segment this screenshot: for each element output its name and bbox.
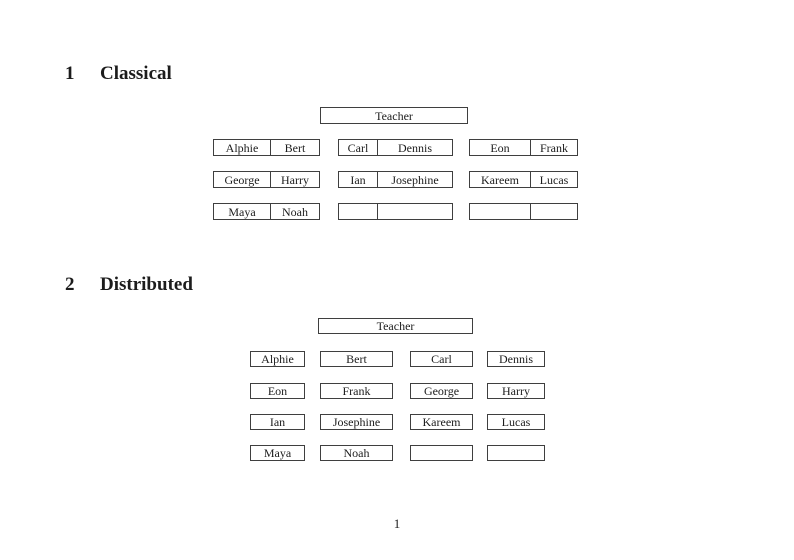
teacher-desk: Teacher — [318, 318, 473, 334]
seat-label: Maya — [263, 446, 292, 460]
desk: Maya — [250, 445, 305, 461]
seat-label: Alphie — [261, 352, 294, 366]
desk: Alphie Bert — [213, 139, 320, 156]
seat-label: Josephine — [332, 415, 381, 429]
desk — [469, 203, 578, 220]
desk: George — [410, 383, 473, 399]
seat-label: Ian — [350, 172, 366, 187]
seat-label: Eon — [267, 384, 288, 398]
section-number: 1 — [65, 63, 75, 84]
seat-label: Josephine — [377, 172, 452, 187]
desk: Harry — [487, 383, 545, 399]
seat-label: Lucas — [501, 415, 531, 429]
seat-label: Alphie — [225, 140, 259, 155]
teacher-label: Teacher — [375, 108, 413, 123]
seat-label: Kareem — [481, 172, 519, 187]
seat-label: Dennis — [499, 352, 533, 366]
desk: Eon Frank — [469, 139, 578, 156]
seat-label: Harry — [270, 172, 319, 187]
desk — [338, 203, 453, 220]
section-title: Classical — [100, 63, 172, 84]
teacher-desk: Teacher — [320, 107, 468, 124]
desk: Ian — [250, 414, 305, 430]
desk: Maya Noah — [213, 203, 320, 220]
seat-label: Bert — [346, 352, 367, 366]
seat-label: Ian — [269, 415, 286, 429]
seat-label: Noah — [343, 446, 370, 460]
desk: George Harry — [213, 171, 320, 188]
desk: Josephine — [320, 414, 393, 430]
seat-label — [339, 204, 377, 219]
teacher-label: Teacher — [376, 319, 415, 333]
desk: Alphie — [250, 351, 305, 367]
seat-label — [377, 204, 452, 219]
seat-label — [530, 204, 577, 219]
section-number: 2 — [65, 274, 75, 295]
seat-label: Dennis — [377, 140, 452, 155]
desk: Frank — [320, 383, 393, 399]
desk: Lucas — [487, 414, 545, 430]
section-heading-classical: 1 Classical — [65, 63, 172, 85]
desk: Eon — [250, 383, 305, 399]
section-title: Distributed — [100, 274, 193, 295]
desk: Noah — [320, 445, 393, 461]
desk — [487, 445, 545, 461]
seat-label: Bert — [270, 140, 319, 155]
seat-label: Eon — [490, 140, 510, 155]
page-number: 1 — [393, 516, 401, 531]
desk: Kareem — [410, 414, 473, 430]
desk — [410, 445, 473, 461]
seat-label: Carl — [431, 352, 452, 366]
desk: Kareem Lucas — [469, 171, 578, 188]
seat-label: Noah — [270, 204, 319, 219]
seat-label: George — [423, 384, 460, 398]
seat-label: Lucas — [530, 172, 577, 187]
section-heading-distributed: 2 Distributed — [65, 274, 193, 296]
seat-label — [470, 204, 530, 219]
seat-label — [488, 446, 544, 460]
desk: Ian Josephine — [338, 171, 453, 188]
seat-label: Maya — [228, 204, 256, 219]
seat-label: Harry — [502, 384, 530, 398]
seat-label: Frank — [530, 140, 577, 155]
seat-label: Frank — [342, 384, 371, 398]
desk: Carl — [410, 351, 473, 367]
seat-label: George — [224, 172, 260, 187]
desk: Carl Dennis — [338, 139, 453, 156]
desk: Bert — [320, 351, 393, 367]
desk: Dennis — [487, 351, 545, 367]
seat-label: Carl — [347, 140, 369, 155]
seat-label: Kareem — [422, 415, 461, 429]
seat-label — [411, 446, 472, 460]
